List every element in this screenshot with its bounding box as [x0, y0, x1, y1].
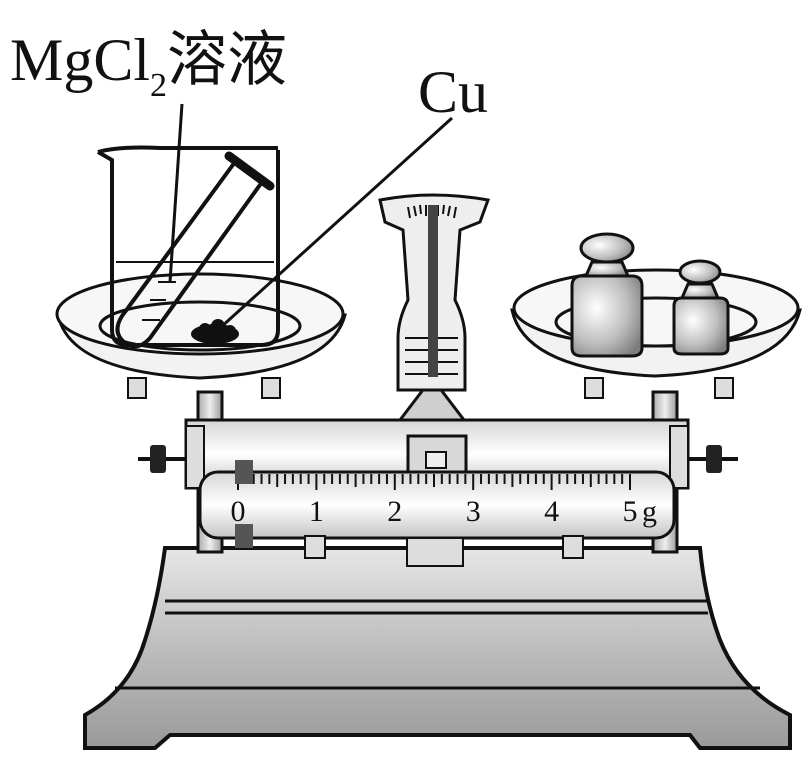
pointer-needle — [428, 205, 438, 377]
scale-tick-label: 3 — [466, 495, 481, 528]
scale-tick-label: 1 — [309, 495, 324, 528]
balance-base — [83, 546, 792, 750]
solution-subscript: 2 — [150, 67, 167, 104]
solution-leader-line — [168, 103, 184, 283]
scale-tick-label: 5 — [623, 495, 638, 528]
scale-tick-label: 0 — [231, 495, 246, 528]
test-tube — [115, 151, 275, 349]
right-balance-nut[interactable] — [688, 445, 738, 473]
copper-pile — [191, 319, 239, 344]
scale-tick-label: 2 — [387, 495, 402, 528]
beaker — [97, 145, 280, 347]
scale-unit-label: g — [642, 495, 657, 528]
left-balance-nut[interactable] — [138, 445, 186, 473]
scale-tick-label: 4 — [544, 495, 559, 528]
small-weight — [672, 259, 730, 356]
large-weight — [570, 232, 644, 358]
solution-chinese-label: 溶液 — [167, 27, 287, 93]
solution-label: MgCl2溶液 — [10, 27, 287, 104]
cu-leader-line — [218, 116, 454, 330]
rider-slider[interactable] — [235, 460, 253, 548]
pointer-scale — [378, 193, 491, 392]
right-pan — [510, 268, 802, 399]
cu-label: Cu — [418, 59, 488, 125]
solution-formula: MgCl — [10, 27, 150, 93]
